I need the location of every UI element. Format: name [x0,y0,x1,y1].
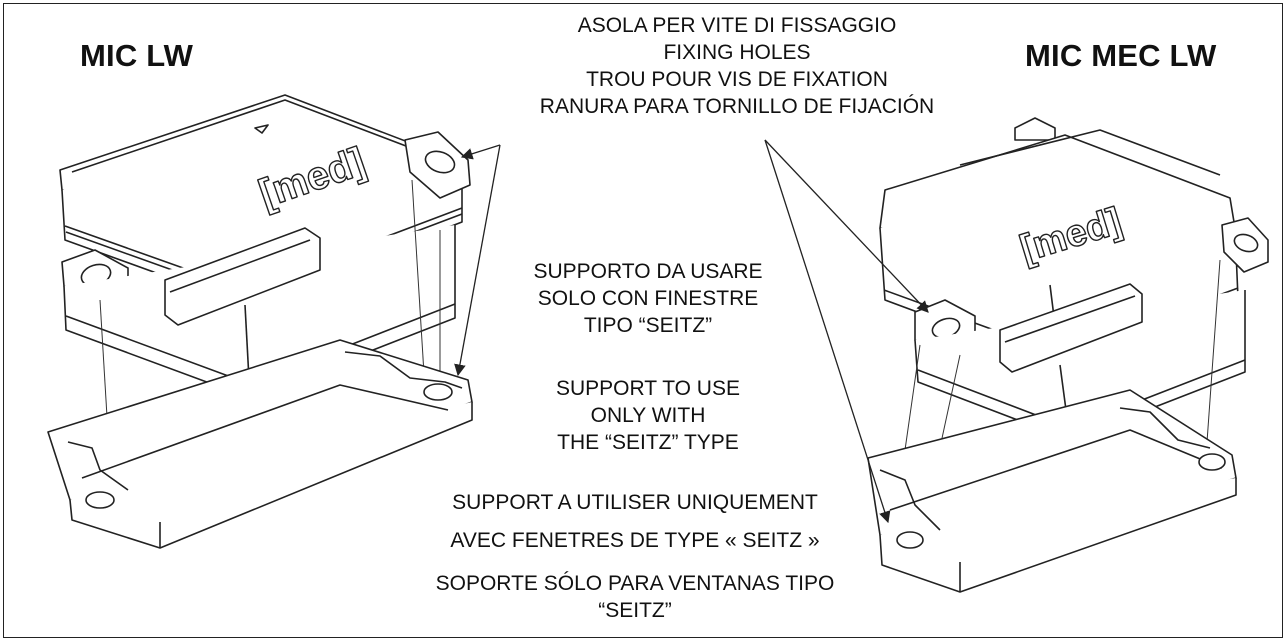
fixing-holes-es: RANURA PARA TORNILLO DE FIJACIÓN [539,95,935,118]
support-note-line: SOLO CON FINESTRE [537,287,759,310]
support-note-line: SUPPORTO DA USARE [533,260,763,283]
fixing-holes-it: ASOLA PER VITE DI FISSAGGIO [577,14,897,37]
support-note-line: “SEITZ” [598,599,672,622]
mic-lw-base [47,339,473,549]
diagram-frame [3,3,1283,638]
fixing-holes-fr: TROU POUR VIS DE FIXATION [586,68,888,91]
support-note-line: TIPO “SEITZ” [583,314,713,337]
mic-mec-lw-device: [med] [879,117,1269,441]
support-note-line: ONLY WITH [590,404,706,427]
support-note-line: SUPPORT A UTILISER UNIQUEMENT [452,491,818,514]
support-note-french: SUPPORT A UTILISER UNIQUEMENT AVEC FENET… [330,484,940,560]
support-note-line: SUPPORT TO USE [555,377,740,400]
mic-lw-device: [med] [59,94,471,399]
fixing-holes-en: FIXING HOLES [663,41,811,64]
support-note-line: THE “SEITZ” TYPE [557,431,739,454]
support-note-italian: SUPPORTO DA USARE SOLO CON FINESTRE TIPO… [478,258,818,339]
support-note-english: SUPPORT TO USE ONLY WITH THE “SEITZ” TYP… [478,375,818,456]
fixing-hole-pointers [454,139,929,524]
model-title-mic-mec-lw: MIC MEC LW [1025,38,1217,73]
support-note-line: SOPORTE SÓLO PARA VENTANAS TIPO [435,572,835,595]
mic-mec-lw-base [867,389,1237,593]
support-note-line: AVEC FENETRES DE TYPE « SEITZ » [450,529,820,552]
support-note-spanish: SOPORTE SÓLO PARA VENTANAS TIPO “SEITZ” [330,570,940,624]
fixing-holes-label: ASOLA PER VITE DI FISSAGGIO FIXING HOLES… [467,12,1007,120]
model-title-mic-lw: MIC LW [80,38,194,73]
